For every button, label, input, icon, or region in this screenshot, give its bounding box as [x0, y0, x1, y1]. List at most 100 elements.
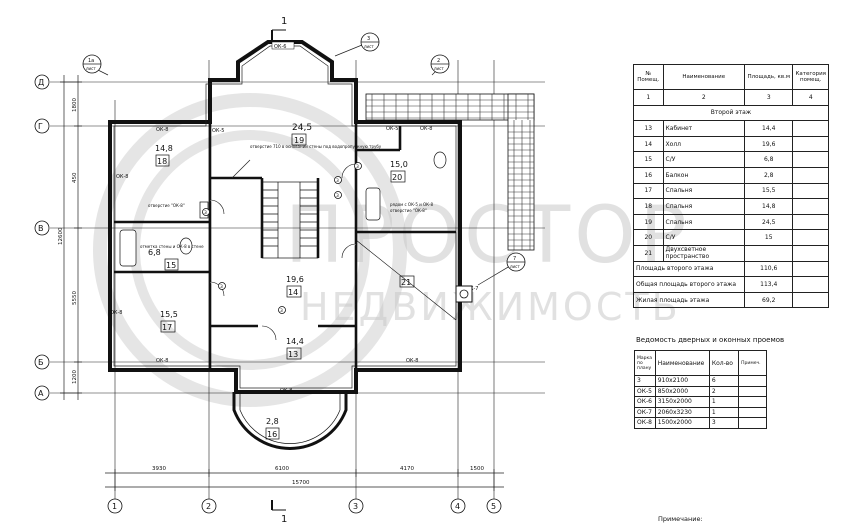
table-cell: 6,8 [743, 151, 794, 168]
room-13: 14,4 13 [286, 337, 304, 360]
total-value: 110,6 [743, 260, 794, 278]
table-cell [792, 260, 829, 278]
section-top-label: 1 [281, 16, 287, 27]
header-qty: Кол-во [708, 350, 740, 376]
table-cell: ОК-6 [634, 396, 656, 408]
axis-label-5: 5 [491, 502, 496, 511]
table-cell: 6 [708, 375, 740, 387]
table-cell [792, 291, 829, 309]
table-cell [792, 166, 829, 184]
dim-bottom-4: 1500 [470, 466, 484, 472]
window-label-10: ОК-8 [406, 358, 418, 364]
room-21: 21 [399, 275, 415, 288]
table-cell [792, 229, 829, 246]
axis-label-b: Б [38, 358, 44, 367]
callout-1-sheet: лист [86, 66, 96, 71]
room-19: 24,5 19 [291, 123, 312, 146]
room-num-17: 17 [162, 323, 172, 332]
index-cell: 3 [743, 89, 794, 106]
axis-label-v: В [38, 224, 44, 233]
header-room-name: Наименование [662, 64, 746, 90]
window-label-6: ОК-5 [212, 128, 224, 134]
axis-label-2: 2 [206, 502, 211, 511]
room-20: 15,0 20 [390, 160, 408, 183]
room-18: 14,8 18 [155, 144, 173, 167]
detail-callouts: 1a лист 3 лист 2 лист 7 лист [82, 32, 526, 303]
axis-bubbles-bottom: 1 2 3 4 5 [107, 498, 502, 514]
table-cell [738, 406, 767, 418]
table-cell [738, 396, 767, 408]
table-cell: 910х2100 [654, 375, 710, 387]
room-num-13: 13 [288, 350, 298, 359]
section-bottom-label: 1 [281, 514, 287, 525]
door-mark-3: 3 [336, 193, 339, 199]
table-cell: 850х2000 [654, 385, 710, 397]
roof-tiles [365, 93, 535, 251]
table-cell: 14,8 [743, 198, 794, 215]
table-cell: 19,6 [743, 135, 794, 153]
table-cell: 24,5 [743, 213, 794, 231]
table-cell: 15,5 [743, 182, 794, 200]
table-cell: Холл [662, 135, 746, 153]
door-mark-1: 3 [220, 284, 223, 290]
table-cell: 14 [633, 135, 664, 153]
dim-left-3: 5550 [72, 291, 78, 305]
table-cell: 3 [634, 375, 656, 387]
window-label-3: ОК-8 [116, 174, 128, 180]
table-cell: ОК-7 [634, 406, 656, 418]
table-cell: Спальня [662, 198, 746, 215]
section-title: Второй этаж [633, 104, 829, 122]
room-area-14: 19,6 [286, 275, 304, 284]
room-area-16: 2,8 [266, 417, 279, 426]
door-window-schedule-table: Марка по плану Наименование Кол-во Приме… [634, 350, 767, 429]
watermark: ПРОСТОР НЕДВИЖИМОСТЬ [93, 93, 691, 407]
room-area-13: 14,4 [286, 337, 304, 346]
table-cell: 1 [708, 396, 740, 408]
header-room-number: № Помещ. [633, 64, 664, 90]
total-label: Жилая площадь этажа [633, 291, 745, 309]
dim-bottom-3: 4170 [400, 466, 414, 472]
room-num-20: 20 [392, 173, 402, 182]
table-cell [792, 276, 829, 293]
watermark-line2: НЕДВИЖИМОСТЬ [300, 285, 681, 329]
total-value: 69,2 [743, 291, 794, 309]
window-label-2: ОК-8 [156, 127, 168, 133]
room-table-header: № Помещ. Наименование Площадь, кв.м Кате… [633, 64, 829, 90]
header-note: Примеч. [738, 350, 767, 376]
table-cell: 14,4 [743, 120, 794, 137]
door-marks: 3 3 3 3 3 3 [202, 162, 362, 314]
balcony [232, 392, 348, 450]
callout-3-sheet: лист [434, 66, 444, 71]
table-cell: 15 [633, 151, 664, 168]
annotation-4: рядом с ОК-5 и ОК-8 [390, 202, 433, 207]
watermark-line1: ПРОСТОР [285, 191, 691, 281]
header-room-area: Площадь, кв.м [743, 64, 794, 90]
table-cell [738, 385, 767, 397]
window-label-4: ОК-5 [386, 126, 398, 132]
table-cell: ОК-8 [634, 417, 656, 429]
table-cell: Спальня [662, 182, 746, 200]
table-cell: 3 [708, 417, 740, 429]
callout-1-num: 1a [88, 58, 94, 64]
total-label: Общая площадь второго этажа [633, 276, 745, 293]
callout-4-sheet: лист [510, 264, 520, 269]
room-labels: 24,5 19 14,8 18 15,0 20 6,8 15 19,6 14 1… [148, 123, 415, 440]
room-num-18: 18 [157, 157, 167, 166]
dim-left-4: 1200 [72, 370, 78, 384]
table-cell: 20 [633, 229, 664, 246]
table-cell: Балкон [662, 166, 746, 184]
room-15: 6,8 15 [148, 248, 179, 271]
callout-2-num: 3 [367, 36, 370, 42]
table-cell [743, 244, 794, 262]
table-cell: 2,8 [743, 166, 794, 184]
